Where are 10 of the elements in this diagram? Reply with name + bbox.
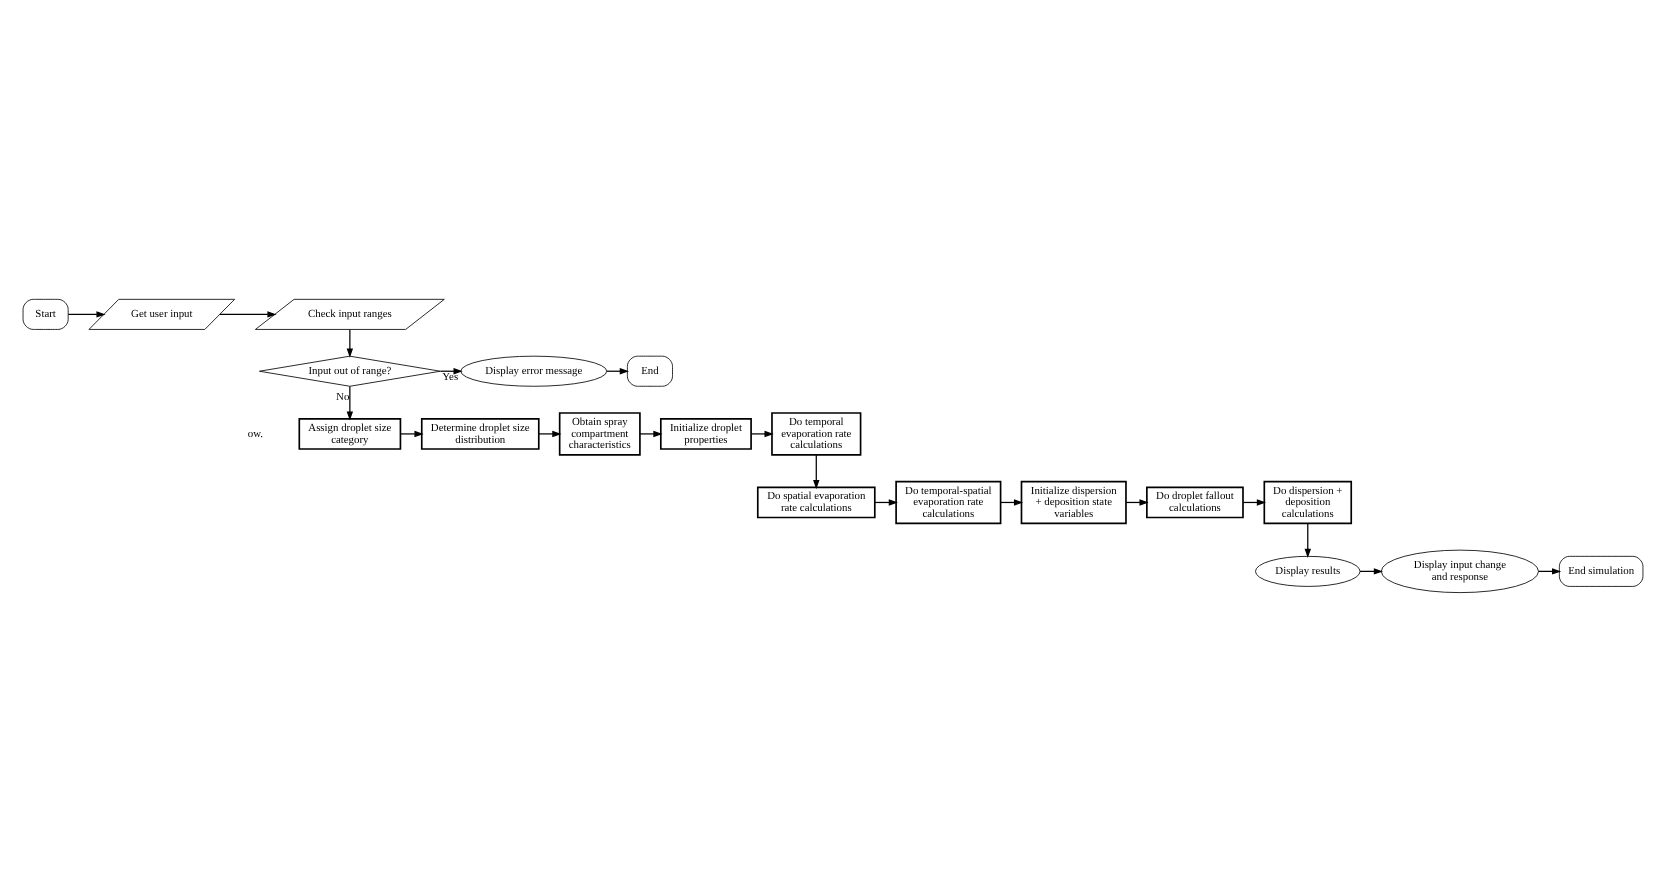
arrow — [346, 329, 354, 358]
arrow — [399, 430, 424, 438]
arrow — [813, 454, 820, 490]
arrow — [1304, 522, 1311, 559]
arrow — [639, 430, 663, 438]
arrow — [538, 430, 562, 438]
arrow — [219, 311, 277, 318]
arrow — [67, 311, 106, 318]
arrow — [346, 385, 354, 421]
arrow — [750, 430, 774, 438]
